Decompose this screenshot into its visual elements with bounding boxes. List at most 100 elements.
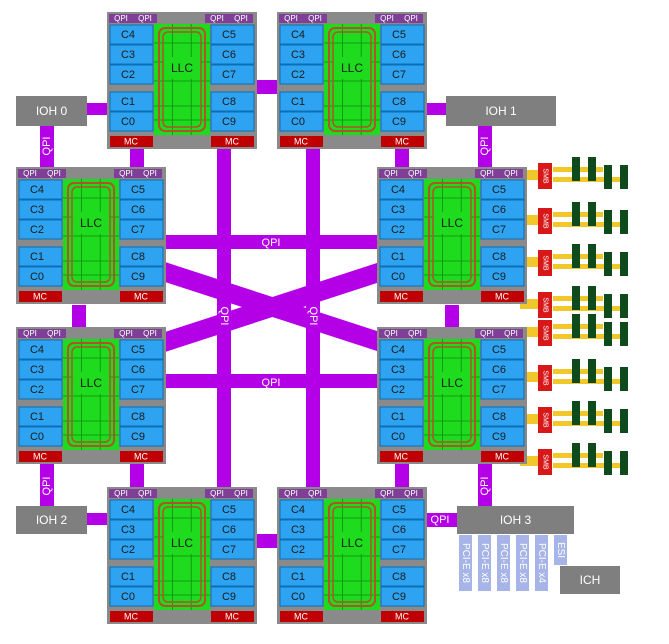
- core-right: [210, 111, 255, 132]
- core-label: C5: [131, 184, 145, 196]
- pcie-slot-label: PCI-E x8: [517, 543, 528, 583]
- ioh-3-label: IOH 3: [500, 513, 532, 527]
- core-right: [480, 246, 525, 267]
- llc-label-bg: [434, 372, 470, 394]
- core-label: C2: [391, 384, 405, 396]
- core-right: [119, 339, 164, 360]
- socket-qpi-port-label: QPI: [480, 329, 494, 338]
- ioh-3: [457, 506, 574, 534]
- core-left: [279, 539, 324, 560]
- qpi-stub-1: [130, 148, 144, 168]
- dimm-module: [588, 359, 596, 383]
- core-label: C9: [222, 116, 236, 128]
- pcie-slot: [478, 535, 491, 591]
- core-right: [380, 499, 425, 520]
- smb-label: SMB: [542, 325, 549, 341]
- core-label: C8: [392, 571, 406, 583]
- core-label: C4: [291, 504, 305, 516]
- dimm-module: [620, 409, 628, 433]
- core-label: C5: [492, 184, 506, 196]
- memory-controller-left: [19, 291, 62, 302]
- socket-qpi-port-label: QPI: [380, 489, 394, 498]
- socket-qpi-port-label: QPI: [47, 329, 61, 338]
- llc-label: LLC: [341, 61, 363, 75]
- llc-label-bg: [434, 212, 470, 234]
- core-label: C5: [222, 504, 236, 516]
- core-left: [279, 91, 324, 112]
- core-right: [210, 24, 255, 45]
- qpi-link-ioh2: [40, 463, 54, 508]
- core-right: [480, 379, 525, 400]
- core-label: C8: [222, 96, 236, 108]
- ioh-1: [446, 96, 556, 126]
- core-left: [279, 24, 324, 45]
- core-right: [480, 406, 525, 427]
- dimm-module: [588, 314, 596, 338]
- core-label: C6: [131, 204, 145, 216]
- smb-chip: [538, 365, 552, 391]
- core-label: C2: [30, 224, 44, 236]
- socket-qpi-port: [379, 169, 403, 178]
- socket-qpi-port: [205, 489, 229, 498]
- socket-qpi-port-label: QPI: [234, 489, 248, 498]
- core-left: [109, 519, 154, 540]
- pcie-slot-label: PCI-E x8: [460, 543, 471, 583]
- smb-link: [520, 372, 538, 382]
- core-left: [279, 566, 324, 587]
- llc-ring-inner: [332, 506, 372, 603]
- core-label: C9: [392, 591, 406, 603]
- llc-ring-outer: [328, 27, 376, 132]
- core-left: [379, 359, 424, 380]
- dimm-module: [620, 210, 628, 234]
- core-label: C8: [492, 411, 506, 423]
- dimm-module: [604, 451, 612, 475]
- smb-label: SMB: [542, 454, 549, 470]
- core-right: [119, 426, 164, 447]
- dimm-module: [588, 202, 596, 226]
- core-left: [109, 499, 154, 520]
- core-label: C4: [391, 184, 405, 196]
- socket-qpi-port: [18, 169, 42, 178]
- core-label: C7: [222, 544, 236, 556]
- llc-label-bg: [334, 532, 370, 554]
- socket-qpi-port-label: QPI: [114, 489, 128, 498]
- core-right: [119, 199, 164, 220]
- core-label: C2: [30, 384, 44, 396]
- socket-qpi-port: [138, 329, 162, 338]
- core-left: [18, 219, 63, 240]
- core-right: [119, 246, 164, 267]
- llc-ring-outer: [67, 342, 115, 447]
- pcie-slot: [554, 535, 567, 565]
- socket-qpi-port-label: QPI: [138, 489, 152, 498]
- socket-qpi-port-label: QPI: [384, 169, 398, 178]
- memory-controller-label: MC: [495, 452, 509, 462]
- dimm-module: [588, 244, 596, 268]
- socket-qpi-port: [375, 489, 399, 498]
- llc-ring-outer: [158, 27, 206, 132]
- dimm-module: [604, 367, 612, 391]
- core-label: C1: [391, 251, 405, 263]
- core-label: C0: [391, 431, 405, 443]
- core-label: C5: [131, 344, 145, 356]
- dimm-module: [604, 322, 612, 346]
- memory-controller-left: [380, 291, 423, 302]
- core-right: [380, 586, 425, 607]
- memory-controller-label: MC: [294, 137, 308, 147]
- core-left: [279, 111, 324, 132]
- qpi-link-ioh0-side: [86, 103, 108, 115]
- core-label: C4: [121, 29, 135, 41]
- core-label: C6: [222, 49, 236, 61]
- core-label: C3: [121, 524, 135, 536]
- socket-qpi-port-label: QPI: [119, 169, 133, 178]
- llc-label: LLC: [441, 376, 463, 390]
- core-right: [380, 519, 425, 540]
- llc-label: LLC: [80, 376, 102, 390]
- llc-label: LLC: [80, 216, 102, 230]
- dimm-module: [620, 294, 628, 318]
- core-label: C7: [492, 384, 506, 396]
